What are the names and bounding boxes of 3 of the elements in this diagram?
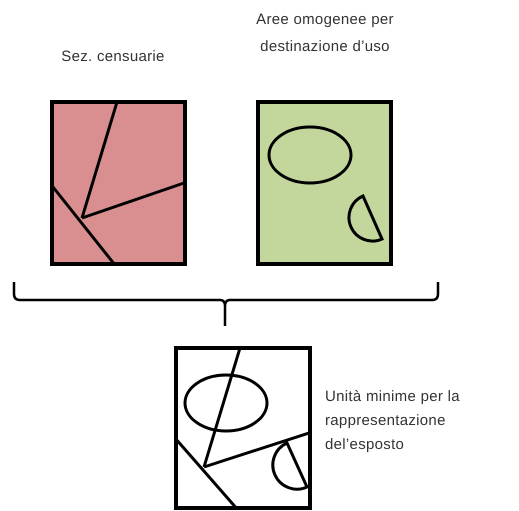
box-caption: Unità minime per la rappresentazione del’esposto [325, 387, 461, 455]
box-caption: Sez. censuarie [60, 47, 166, 67]
box-caption: Aree omogenee per destinazione d’uso [255, 10, 395, 57]
